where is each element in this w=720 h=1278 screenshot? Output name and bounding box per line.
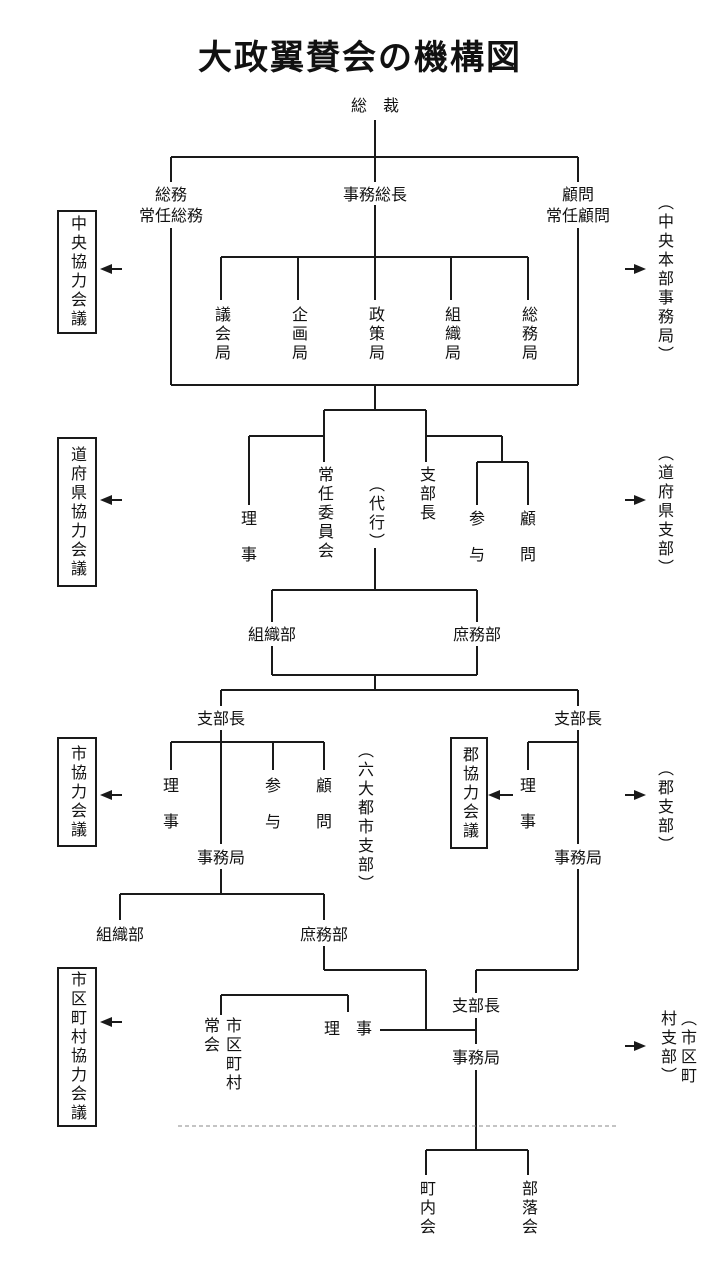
pref-daiko: （代行） bbox=[366, 476, 385, 552]
municipal-council-box: 市区町村協力会議 bbox=[57, 967, 97, 1127]
sosai-node: 総 裁 bbox=[350, 96, 400, 115]
pref-shibucho: 支部長 bbox=[417, 466, 436, 523]
bureau-kikaku: 企画局 bbox=[289, 306, 308, 363]
pref-jonin-iinkai: 常任委員会 bbox=[315, 466, 334, 561]
bureau-soshiki: 組織局 bbox=[442, 306, 461, 363]
bureau-somu: 総務局 bbox=[519, 306, 538, 363]
city-shomu-bu: 庶務部 bbox=[299, 925, 349, 944]
city-soshiki-bu: 組織部 bbox=[95, 925, 145, 944]
bureau-seisaku: 政策局 bbox=[366, 306, 385, 363]
somu-node: 総務 常任総務 bbox=[138, 185, 204, 225]
six-cities-branch-label: （六大都市支部） bbox=[355, 742, 374, 894]
town-jokai-col2: 市区町村 bbox=[223, 1017, 242, 1093]
jimu-socho-node: 事務総長 bbox=[342, 185, 408, 204]
city-komon-bottom: 問 bbox=[315, 812, 333, 831]
county-branch-label: （郡支部） bbox=[655, 760, 674, 855]
komon-node: 顧問 常任顧問 bbox=[545, 185, 611, 225]
city-jimukyoku: 事務局 bbox=[196, 848, 246, 867]
city-sanyo-bottom: 与 bbox=[264, 812, 282, 831]
bureau-gikai: 議会局 bbox=[212, 306, 231, 363]
city-sanyo-top: 参 bbox=[264, 776, 282, 795]
city-komon-top: 顧 bbox=[315, 776, 333, 795]
prefectural-branch-label: （道府県支部） bbox=[655, 445, 674, 578]
city-riji-bottom: 事 bbox=[162, 812, 180, 831]
chonaikai-node: 町内会 bbox=[417, 1180, 436, 1237]
town-shibucho: 支部長 bbox=[451, 996, 501, 1015]
central-council-box: 中央協力会議 bbox=[57, 210, 97, 334]
chart-title: 大政翼賛会の機構図 bbox=[198, 38, 522, 78]
prefectural-council-box: 道府県協力会議 bbox=[57, 437, 97, 587]
pref-sanyo-top: 参 bbox=[468, 509, 486, 528]
county-council-box: 郡協力会議 bbox=[450, 737, 488, 849]
pref-komon-top: 顧 bbox=[519, 509, 537, 528]
pref-sanyo-bottom: 与 bbox=[468, 545, 486, 564]
central-hq-office-label: （中央本部事務局） bbox=[655, 194, 674, 365]
municipal-branch-label: （市区町村支部） bbox=[658, 1010, 697, 1086]
county-jimukyoku: 事務局 bbox=[553, 848, 603, 867]
city-riji-top: 理 bbox=[162, 776, 180, 795]
county-riji-top: 理 bbox=[519, 776, 537, 795]
pref-soshiki-bu: 組織部 bbox=[247, 625, 297, 644]
county-riji-bottom: 事 bbox=[519, 812, 537, 831]
town-jimukyoku: 事務局 bbox=[451, 1048, 501, 1067]
city-council-box: 市協力会議 bbox=[57, 737, 97, 847]
pref-riji-bottom: 事 bbox=[240, 545, 258, 564]
town-jokai-col1: 常会 bbox=[201, 1017, 220, 1055]
city-shibucho: 支部長 bbox=[196, 709, 246, 728]
pref-shomu-bu: 庶務部 bbox=[452, 625, 502, 644]
county-shibucho: 支部長 bbox=[553, 709, 603, 728]
pref-riji-top: 理 bbox=[240, 509, 258, 528]
burakukai-node: 部落会 bbox=[519, 1180, 538, 1237]
town-riji: 理 事 bbox=[323, 1019, 373, 1038]
pref-komon-bottom: 問 bbox=[519, 545, 537, 564]
